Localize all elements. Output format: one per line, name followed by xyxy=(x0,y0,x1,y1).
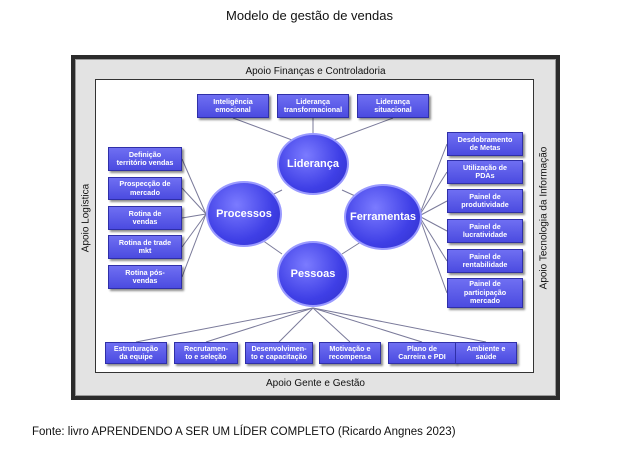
source-caption: Fonte: livro APRENDENDO A SER UM LÍDER C… xyxy=(32,426,456,438)
hub-processos: Processos xyxy=(206,181,282,247)
bottom-link xyxy=(278,307,314,343)
right-link xyxy=(418,143,448,217)
bottom-link xyxy=(312,307,351,343)
top-link xyxy=(232,117,293,141)
band-label-bottom: Apoio Gente e Gestão xyxy=(266,378,365,389)
left-link xyxy=(181,213,207,219)
box-lideranca-transformacional: Liderança transformacional xyxy=(277,94,349,118)
bottom-link xyxy=(135,307,314,343)
box-ambiente-saude: Ambiente e saúde xyxy=(455,342,517,364)
band-label-top: Apoio Finanças e Controladoria xyxy=(245,66,386,77)
box-rotina-trade-mkt: Rotina de trade mkt xyxy=(108,235,182,259)
box-motivacao-recompensa: Motivação e recompensa xyxy=(319,342,381,364)
diagram-title: Modelo de gestão de vendas xyxy=(226,8,393,23)
right-link xyxy=(418,171,448,217)
bottom-link xyxy=(312,307,423,343)
hub-pessoas: Pessoas xyxy=(277,241,349,307)
top-link xyxy=(333,117,394,141)
right-link xyxy=(418,215,448,232)
box-inteligencia-emocional: Inteligência emocional xyxy=(197,94,269,118)
hub-link xyxy=(261,239,283,255)
box-definicao-territorio: Definição território vendas xyxy=(108,147,182,171)
left-link xyxy=(181,213,207,278)
box-estruturacao-equipe: Estruturação da equipe xyxy=(105,342,167,364)
box-utilizacao-pdas: Utilização de PDAs xyxy=(447,160,523,184)
box-painel-rentabilidade: Painel de rentabilidade xyxy=(447,249,523,273)
box-lideranca-situacional: Liderança situacional xyxy=(357,94,429,118)
hub-lideranca: Liderança xyxy=(277,133,349,195)
box-rotina-vendas: Rotina de vendas xyxy=(108,206,182,230)
box-prospeccao-mercado: Prospecção de mercado xyxy=(108,177,182,200)
box-rotina-pos-vendas: Rotina pós- vendas xyxy=(108,265,182,289)
left-link xyxy=(181,213,207,248)
right-link xyxy=(418,200,448,217)
bottom-link xyxy=(312,307,487,343)
right-link xyxy=(418,215,448,294)
box-painel-produtividade: Painel de produtividade xyxy=(447,189,523,213)
box-plano-carreira-pdi: Plano de Carreira e PDI xyxy=(388,342,456,364)
box-painel-lucratividade: Painel de lucratividade xyxy=(447,219,523,243)
left-link xyxy=(181,158,207,215)
hub-ferramentas: Ferramentas xyxy=(344,184,422,250)
box-desdobramento-metas: Desdobramento de Metas xyxy=(447,132,523,156)
box-painel-participacao-mercado: Painel de participação mercado xyxy=(447,278,523,308)
left-link xyxy=(181,187,207,215)
bottom-link xyxy=(205,307,314,343)
box-recrutamento-selecao: Recrutamen- to e seleção xyxy=(174,342,238,364)
right-link xyxy=(418,215,448,262)
box-desenvolvimento-capacitacao: Desenvolvimen- to e capacitação xyxy=(245,342,313,364)
